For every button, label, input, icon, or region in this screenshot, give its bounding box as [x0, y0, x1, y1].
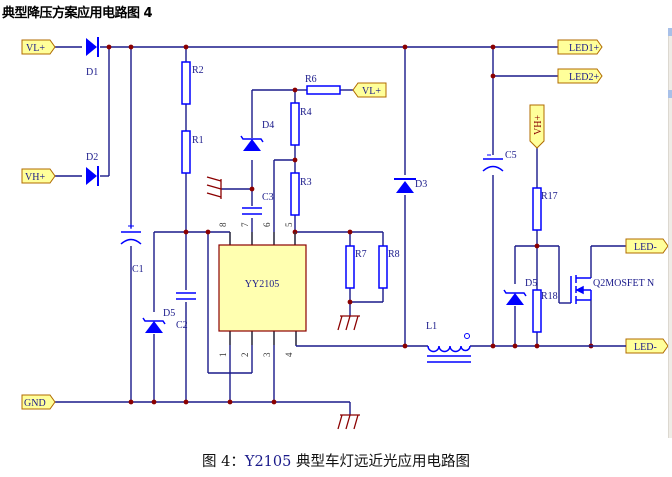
label-r18: R18: [541, 291, 558, 302]
zener-d5-left: D5: [142, 308, 175, 333]
ic-pin-numbers: 1 2 3 4 5 6 7 8: [218, 222, 294, 357]
port-led1-pos: LED1+: [557, 39, 603, 55]
svg-text:VL+: VL+: [362, 86, 381, 97]
resistor-r3: [290, 172, 300, 216]
ground-symbol-r7r8: [337, 315, 361, 331]
label-r4: R4: [300, 107, 312, 118]
pin-1: 1: [218, 353, 228, 358]
port-vl-in: VL+: [21, 39, 56, 55]
caption-prefix: 图 4：: [202, 454, 245, 470]
caption-model: Y2105: [244, 454, 292, 470]
diode-d1: D1: [86, 37, 99, 78]
pin-8: 8: [218, 222, 228, 227]
svg-text:LED-: LED-: [634, 342, 657, 353]
svg-text:C1: C1: [132, 264, 144, 275]
inductor-l1: L1: [426, 321, 471, 363]
svg-text:GND: GND: [24, 398, 46, 409]
label-r7: R7: [355, 249, 367, 260]
port-vh-r17: VH+: [529, 104, 545, 149]
svg-text:C5: C5: [505, 150, 517, 161]
diode-d3: D3: [394, 178, 427, 193]
pin-3: 3: [262, 352, 272, 357]
capacitor-c3: C3: [242, 192, 274, 215]
svg-text:D4: D4: [262, 120, 274, 131]
pin-2: 2: [240, 353, 250, 358]
svg-text:LED2+: LED2+: [569, 72, 599, 83]
pin-4: 4: [284, 352, 294, 357]
label-r8: R8: [388, 249, 400, 260]
zener-d4: D4: [240, 120, 274, 151]
label-q2: Q2MOSFET N: [593, 278, 654, 289]
figure-caption: 图 4：Y2105 典型车灯远近光应用电路图: [0, 450, 672, 471]
port-led-neg-bot: LED-: [625, 338, 669, 354]
svg-text:LED-: LED-: [634, 242, 657, 253]
resistor-r4: [290, 102, 300, 146]
resistor-r8: [378, 245, 388, 289]
svg-text:VH+: VH+: [25, 172, 45, 183]
ic-yy2105: YY2105: [218, 232, 307, 345]
zener-d5-right: D5: [503, 278, 537, 305]
diode-d2: D2: [86, 152, 99, 186]
resistor-r17: [532, 187, 542, 231]
label-r6: R6: [305, 74, 317, 85]
svg-text:D5: D5: [163, 308, 175, 319]
scrollbar-marker-top[interactable]: [668, 28, 672, 36]
pin-7: 7: [240, 222, 250, 227]
resistor-r18: [532, 289, 542, 333]
resistor-r7: [345, 245, 355, 289]
pin-5: 5: [284, 222, 294, 227]
wires: [55, 46, 626, 415]
label-r1: R1: [192, 135, 204, 146]
resistor-r2: [181, 61, 191, 105]
svg-text:L1: L1: [426, 321, 437, 332]
capacitor-c5: C5: [482, 150, 517, 172]
port-led-neg-top: LED-: [625, 238, 669, 254]
scrollbar-marker[interactable]: [668, 90, 672, 98]
caption-title: 典型车灯远近光应用电路图: [295, 454, 470, 470]
label-r3: R3: [300, 177, 312, 188]
port-vl-r6: VL+: [352, 82, 387, 98]
svg-text:D3: D3: [415, 179, 427, 190]
port-led2-pos: LED2+: [557, 68, 603, 84]
resistor-r1: [181, 130, 191, 174]
svg-text:D5: D5: [525, 278, 537, 289]
svg-text:C3: C3: [262, 192, 274, 203]
mosfet-q2: [570, 275, 592, 304]
junctions: [106, 44, 594, 405]
svg-text:VL+: VL+: [26, 43, 45, 54]
capacitor-c2: C2: [176, 292, 196, 331]
svg-text:C2: C2: [176, 320, 188, 331]
svg-text:VH+: VH+: [533, 115, 544, 135]
port-vh-in: VH+: [21, 168, 56, 184]
page-heading: 典型降压方案应用电路图 4: [2, 6, 153, 21]
label-r2: R2: [192, 65, 204, 76]
svg-text:D2: D2: [86, 152, 98, 163]
ground-symbol-main: [337, 414, 361, 430]
ground-symbol-c3: [206, 176, 222, 200]
svg-text:LED1+: LED1+: [569, 43, 599, 54]
capacitor-c1: C1: [120, 224, 144, 275]
port-gnd: GND: [21, 394, 56, 410]
svg-text:D1: D1: [86, 67, 98, 78]
svg-text:YY2105: YY2105: [245, 279, 279, 290]
pin-6: 6: [262, 222, 272, 227]
scrollbar-track[interactable]: [668, 28, 672, 438]
resistor-r6: [306, 85, 341, 95]
label-r17: R17: [541, 191, 558, 202]
